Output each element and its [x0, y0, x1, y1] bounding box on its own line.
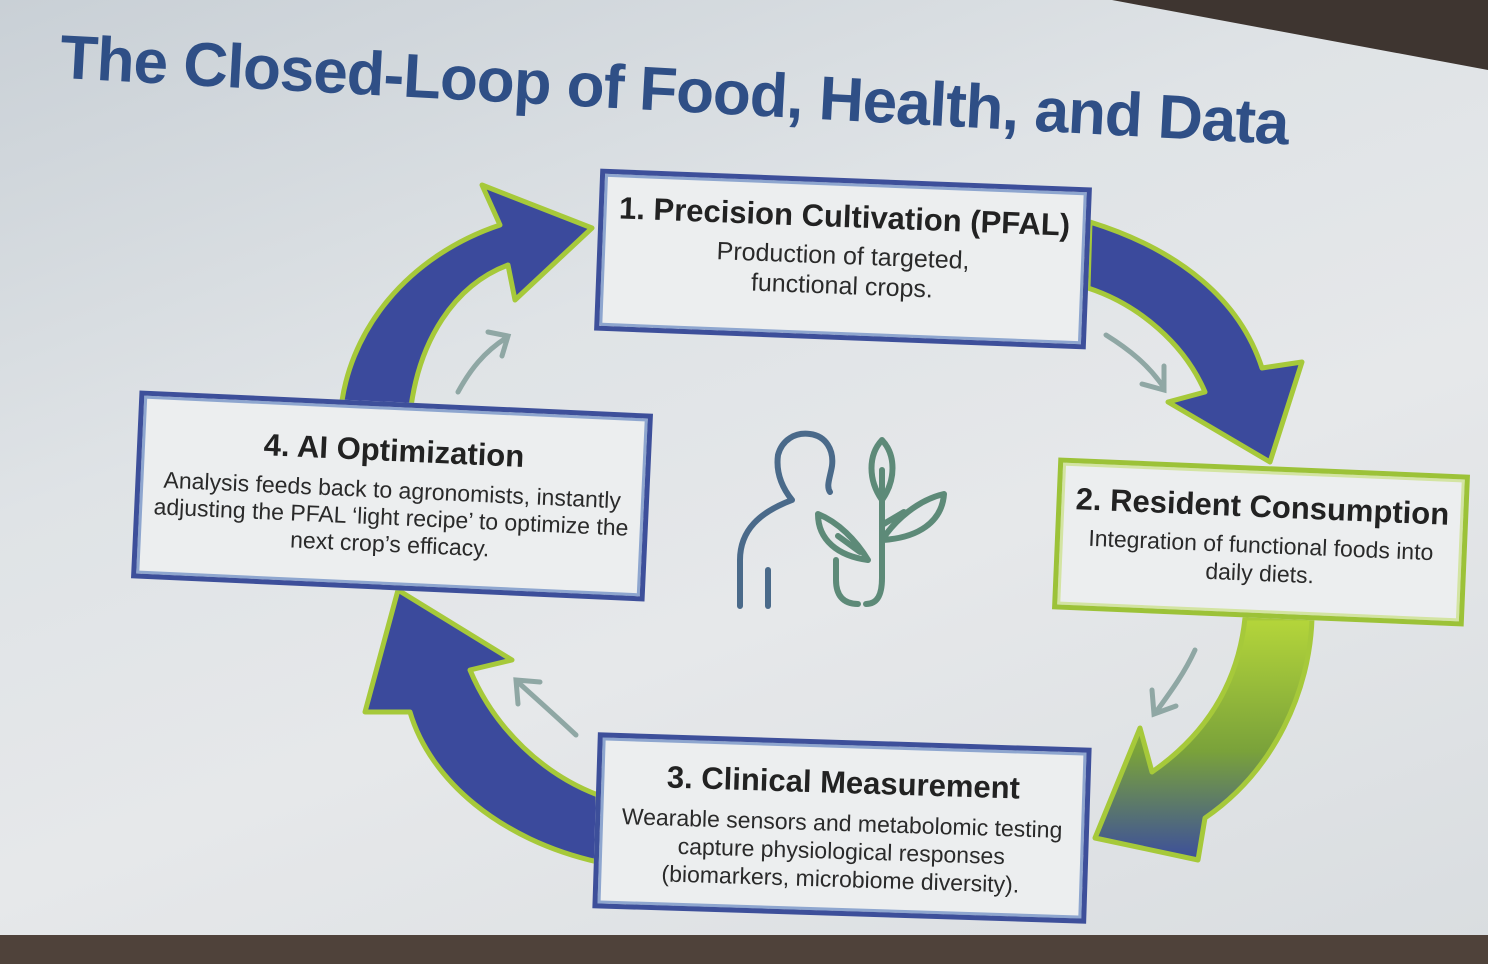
- step-4-box: 4. AI Optimization Analysis feeds back t…: [131, 390, 653, 602]
- person-with-plant-icon: [737, 430, 947, 609]
- arrow-4-to-1: [337, 182, 595, 423]
- small-arrow-right-down: [1149, 647, 1198, 718]
- step-2-description: Integration of functional foods into dai…: [1087, 524, 1434, 589]
- small-arrow-left-up: [455, 329, 512, 395]
- step-1-box: 1. Precision Cultivation (PFAL) Producti…: [594, 168, 1092, 350]
- screen-bottom-edge: [0, 935, 1488, 964]
- arrow-1-to-2: [1085, 219, 1305, 465]
- arrow-3-to-4: [362, 587, 601, 865]
- cycle-arrows: [337, 182, 1315, 865]
- step-2-box: 2. Resident Consumption Integration of f…: [1051, 457, 1471, 627]
- arrow-2-to-3: [1092, 615, 1315, 863]
- small-arrow-top-right: [1103, 332, 1167, 394]
- step-3-title: 3. Clinical Measurement: [666, 759, 1021, 806]
- step-4-description: Analysis feeds back to agronomists, inst…: [153, 466, 629, 562]
- slide: The Closed-Loop of Food, Health, and Dat…: [0, 0, 1488, 940]
- step-3-box: 3. Clinical Measurement Wearable sensors…: [592, 732, 1092, 924]
- small-arrow-bottom-left: [513, 677, 579, 738]
- step-3-description: Wearable sensors and metabolomic testing…: [621, 803, 1063, 898]
- step-1-description: Production of targeted, functional crops…: [716, 237, 971, 304]
